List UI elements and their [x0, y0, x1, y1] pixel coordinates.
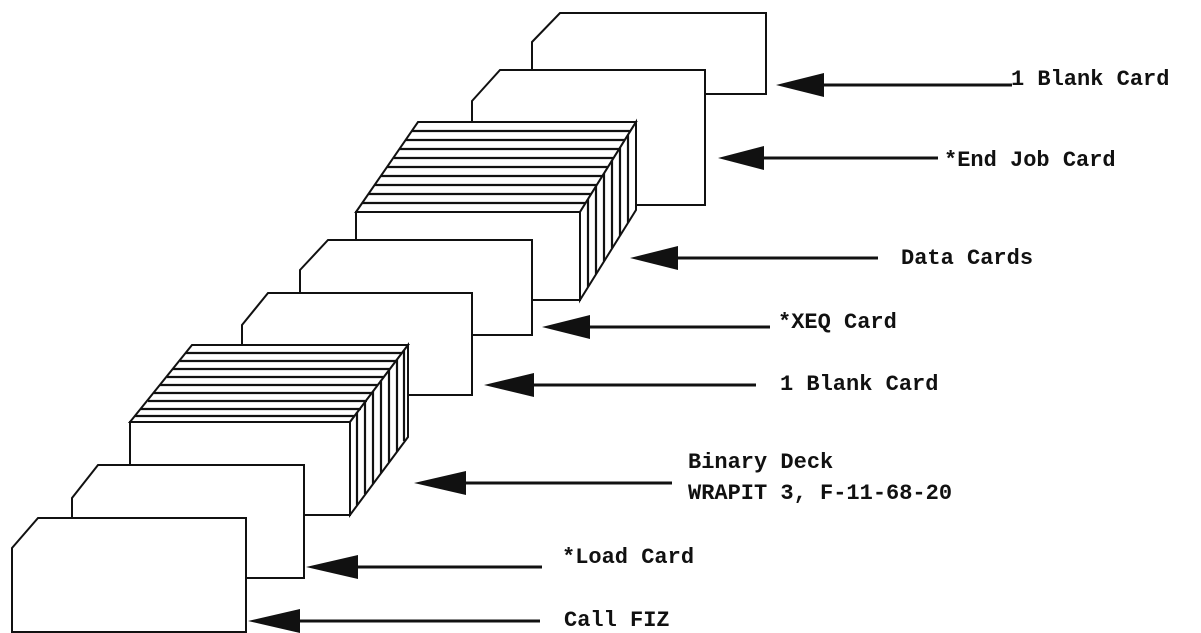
arrow-call-fiz [248, 609, 540, 633]
arrow-load-card [306, 555, 542, 579]
arrow-end-job-card [718, 146, 938, 170]
arrow-data-cards [630, 246, 878, 270]
label-load-card: *Load Card [562, 545, 694, 570]
arrow-blank-card-top [776, 73, 1012, 97]
label-binary-deck-line1: Binary Deck [688, 450, 833, 475]
arrow-blank-card-middle [484, 373, 756, 397]
label-xeq-card: *XEQ Card [778, 310, 897, 335]
call-fiz-card [12, 518, 246, 632]
label-data-cards: Data Cards [901, 246, 1033, 271]
label-call-fiz: Call FIZ [564, 608, 670, 633]
label-end-job-card: *End Job Card [944, 148, 1116, 173]
arrow-binary-deck [414, 471, 672, 495]
label-binary-deck-line2: WRAPIT 3, F-11-68-20 [688, 481, 952, 506]
label-blank-card-top: 1 Blank Card [1011, 67, 1169, 92]
arrow-xeq-card [542, 315, 770, 339]
label-blank-card-middle: 1 Blank Card [780, 372, 938, 397]
